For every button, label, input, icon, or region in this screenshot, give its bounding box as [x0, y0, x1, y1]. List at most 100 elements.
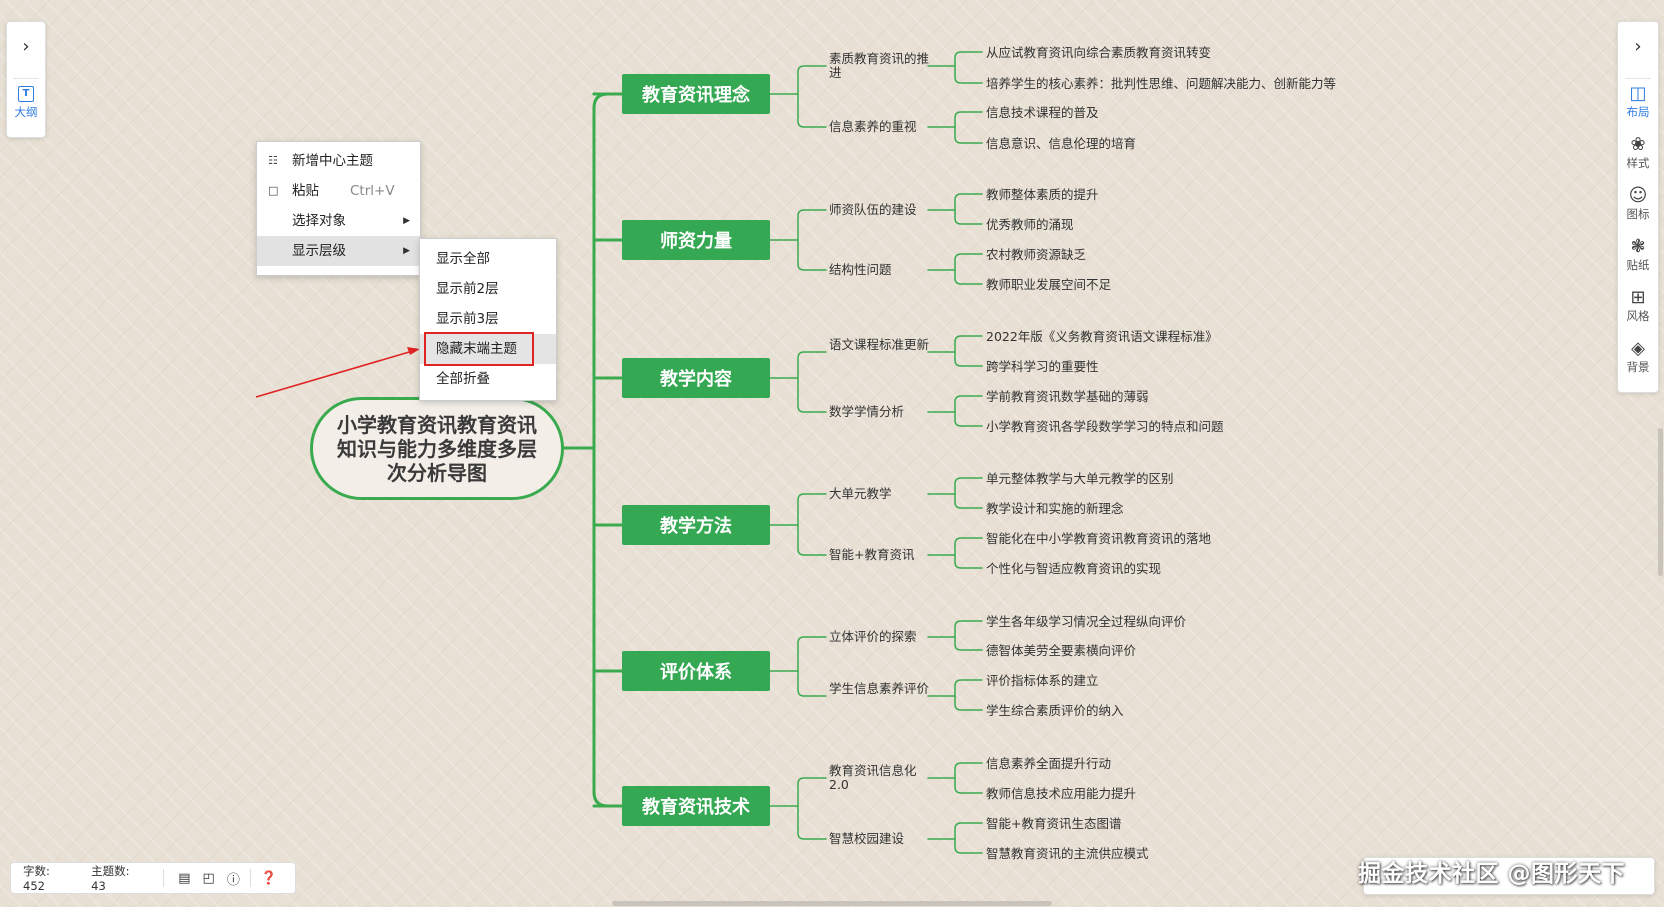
- branch-label: 教学方法: [660, 516, 732, 537]
- branch-topic[interactable]: 教育资讯理念: [622, 74, 770, 114]
- outline-button[interactable]: T 大纲: [7, 84, 45, 120]
- leaf-topic[interactable]: 信息意识、信息伦理的培育: [986, 136, 1137, 151]
- status-bar: 字数: 452 主题数: 43 ▤ ◰ ⓘ ❓: [10, 862, 296, 894]
- leaf-topic[interactable]: 学前教育资讯数学基础的薄弱: [986, 389, 1149, 404]
- style-button[interactable]: ❀ 样式: [1618, 135, 1658, 171]
- sub-topic[interactable]: 语文课程标准更新: [829, 337, 930, 352]
- root-topic[interactable]: 小学教育资讯教育资讯知识与能力多维度多层次分析导图: [310, 397, 564, 500]
- leaf-topic[interactable]: 学生综合素质评价的纳入: [986, 703, 1124, 718]
- menu-item-label: 新增中心主题: [292, 153, 373, 169]
- minimap-icon[interactable]: ◰: [202, 870, 215, 886]
- submenu-arrow-icon: ▶: [403, 216, 410, 226]
- submenu-arrow-icon: ▶: [403, 246, 410, 256]
- leaf-topic[interactable]: 单元整体教学与大单元教学的区别: [986, 471, 1174, 486]
- leaf-bracket: [954, 253, 983, 285]
- keyboard-icon[interactable]: ▤: [178, 870, 191, 886]
- submenu-show-all[interactable]: 显示全部: [436, 251, 490, 267]
- leaf-bracket: [954, 679, 983, 711]
- branch-topic[interactable]: 教学方法: [622, 505, 770, 545]
- theme-button[interactable]: ⊞ 风格: [1618, 288, 1658, 324]
- sub-topic[interactable]: 立体评价的探索: [829, 629, 917, 644]
- sub-topic[interactable]: 数学学情分析: [829, 404, 905, 419]
- trunk-connector: [592, 92, 610, 808]
- toolbar-label: 布局: [1626, 105, 1650, 119]
- sticker-button[interactable]: ❃ 贴纸: [1618, 237, 1658, 273]
- horizontal-scrollbar[interactable]: [612, 901, 1052, 906]
- icon-button[interactable]: ☺ 图标: [1618, 186, 1658, 222]
- menu-item-add-central-topic[interactable]: ☷ 新增中心主题: [257, 146, 420, 176]
- branch-topic[interactable]: 评价体系: [622, 651, 770, 691]
- leaf-topic[interactable]: 小学教育资讯各学段数学学习的特点和问题: [986, 419, 1224, 434]
- leaf-topic[interactable]: 智慧教育资讯的主流供应模式: [986, 846, 1149, 861]
- leaf-topic[interactable]: 教师信息技术应用能力提升: [986, 786, 1137, 801]
- menu-item-select-objects[interactable]: 选择对象 ▶: [257, 206, 420, 236]
- leaf-topic[interactable]: 德智体美劳全要素横向评价: [986, 643, 1137, 658]
- menu-item-paste[interactable]: □ 粘贴 Ctrl+V: [257, 176, 420, 206]
- highlight-box: [424, 332, 534, 366]
- leaf-bracket: [954, 537, 983, 569]
- leaf-topic[interactable]: 跨学科学习的重要性: [986, 359, 1099, 374]
- leaf-bracket: [954, 335, 983, 367]
- sub-topic[interactable]: 素质教育资讯的推进: [829, 51, 930, 80]
- leaf-topic[interactable]: 2022年版《义务教育资讯语文课程标准》: [986, 329, 1218, 344]
- sub-topic[interactable]: 教育资讯信息化2.0: [829, 763, 917, 792]
- leaf-topic[interactable]: 农村教师资源缺乏: [986, 247, 1087, 262]
- branch-topic[interactable]: 教学内容: [622, 358, 770, 398]
- menu-item-label: 显示层级: [292, 243, 346, 259]
- sub-bracket: [797, 777, 827, 840]
- outline-label: 大纲: [14, 105, 38, 119]
- branch-topic[interactable]: 师资力量: [622, 220, 770, 260]
- sub-bracket: [797, 636, 827, 697]
- show-levels-submenu: 显示全部 显示前2层 显示前3层 隐藏末端主题 全部折叠: [419, 238, 557, 401]
- sub-topic[interactable]: 智慧校园建设: [829, 831, 905, 846]
- add-topic-icon: ☷: [268, 154, 278, 167]
- submenu-show-3-levels[interactable]: 显示前3层: [436, 311, 499, 327]
- leaf-topic[interactable]: 从应试教育资讯向综合素质教育资讯转变: [986, 45, 1212, 60]
- menu-shortcut: Ctrl+V: [350, 183, 395, 199]
- menu-item-show-levels[interactable]: 显示层级 ▶: [257, 236, 420, 266]
- submenu-collapse-all[interactable]: 全部折叠: [436, 371, 490, 387]
- expand-chevron-icon[interactable]: ›: [1634, 36, 1642, 57]
- leaf-topic[interactable]: 教师整体素质的提升: [986, 187, 1099, 202]
- leaf-topic[interactable]: 学生各年级学习情况全过程纵向评价: [986, 614, 1187, 629]
- root-topic-label: 小学教育资讯教育资讯知识与能力多维度多层次分析导图: [337, 412, 537, 485]
- leaf-topic[interactable]: 培养学生的核心素养：批判性思维、问题解决能力、创新能力等: [986, 76, 1337, 91]
- info-icon[interactable]: ⓘ: [226, 872, 240, 888]
- layout-button[interactable]: ◫ 布局: [1618, 84, 1658, 120]
- submenu-show-2-levels[interactable]: 显示前2层: [436, 281, 499, 297]
- leaf-topic[interactable]: 信息技术课程的普及: [986, 105, 1099, 120]
- sub-topic[interactable]: 大单元教学: [829, 486, 892, 501]
- vertical-scrollbar[interactable]: [1658, 428, 1663, 576]
- left-toolbar: › T 大纲: [6, 21, 46, 138]
- branch-label: 教育资讯技术: [642, 797, 750, 818]
- help-icon[interactable]: ❓: [260, 870, 277, 886]
- annotation-arrow: [255, 349, 417, 398]
- outline-icon: T: [18, 86, 34, 102]
- sticker-icon: ❃: [1630, 236, 1646, 257]
- sub-topic[interactable]: 师资队伍的建设: [829, 202, 917, 217]
- sub-topic[interactable]: 信息素养的重视: [829, 119, 917, 134]
- leaf-topic[interactable]: 优秀教师的涌现: [986, 217, 1074, 232]
- annotation-arrowhead: [407, 347, 420, 355]
- context-menu: ☷ 新增中心主题 □ 粘贴 Ctrl+V 选择对象 ▶ 显示层级 ▶: [256, 141, 421, 276]
- smiley-icon: ☺: [1628, 185, 1648, 206]
- leaf-bracket: [954, 111, 983, 144]
- expand-chevron-icon[interactable]: ›: [22, 36, 30, 57]
- sub-topic[interactable]: 学生信息素养评价: [829, 681, 930, 696]
- sub-bracket: [797, 209, 827, 271]
- leaf-topic[interactable]: 智能化在中小学教育资讯教育资讯的落地: [986, 531, 1212, 546]
- leaf-topic[interactable]: 信息素养全面提升行动: [986, 756, 1112, 771]
- leaf-topic[interactable]: 个性化与智适应教育资讯的实现: [986, 561, 1162, 576]
- leaf-topic[interactable]: 教学设计和实施的新理念: [986, 501, 1124, 516]
- leaf-bracket: [954, 822, 983, 854]
- sub-topic[interactable]: 智能+教育资讯: [829, 547, 915, 562]
- background-button[interactable]: ◈ 背景: [1618, 339, 1658, 375]
- leaf-topic[interactable]: 教师职业发展空间不足: [986, 277, 1112, 292]
- sub-topic[interactable]: 结构性问题: [829, 262, 892, 277]
- sub-bracket: [797, 351, 827, 413]
- leaf-bracket: [954, 395, 983, 427]
- leaf-topic[interactable]: 评价指标体系的建立: [986, 673, 1099, 688]
- leaf-topic[interactable]: 智能+教育资讯生态图谱: [986, 816, 1122, 831]
- branch-topic[interactable]: 教育资讯技术: [622, 786, 770, 826]
